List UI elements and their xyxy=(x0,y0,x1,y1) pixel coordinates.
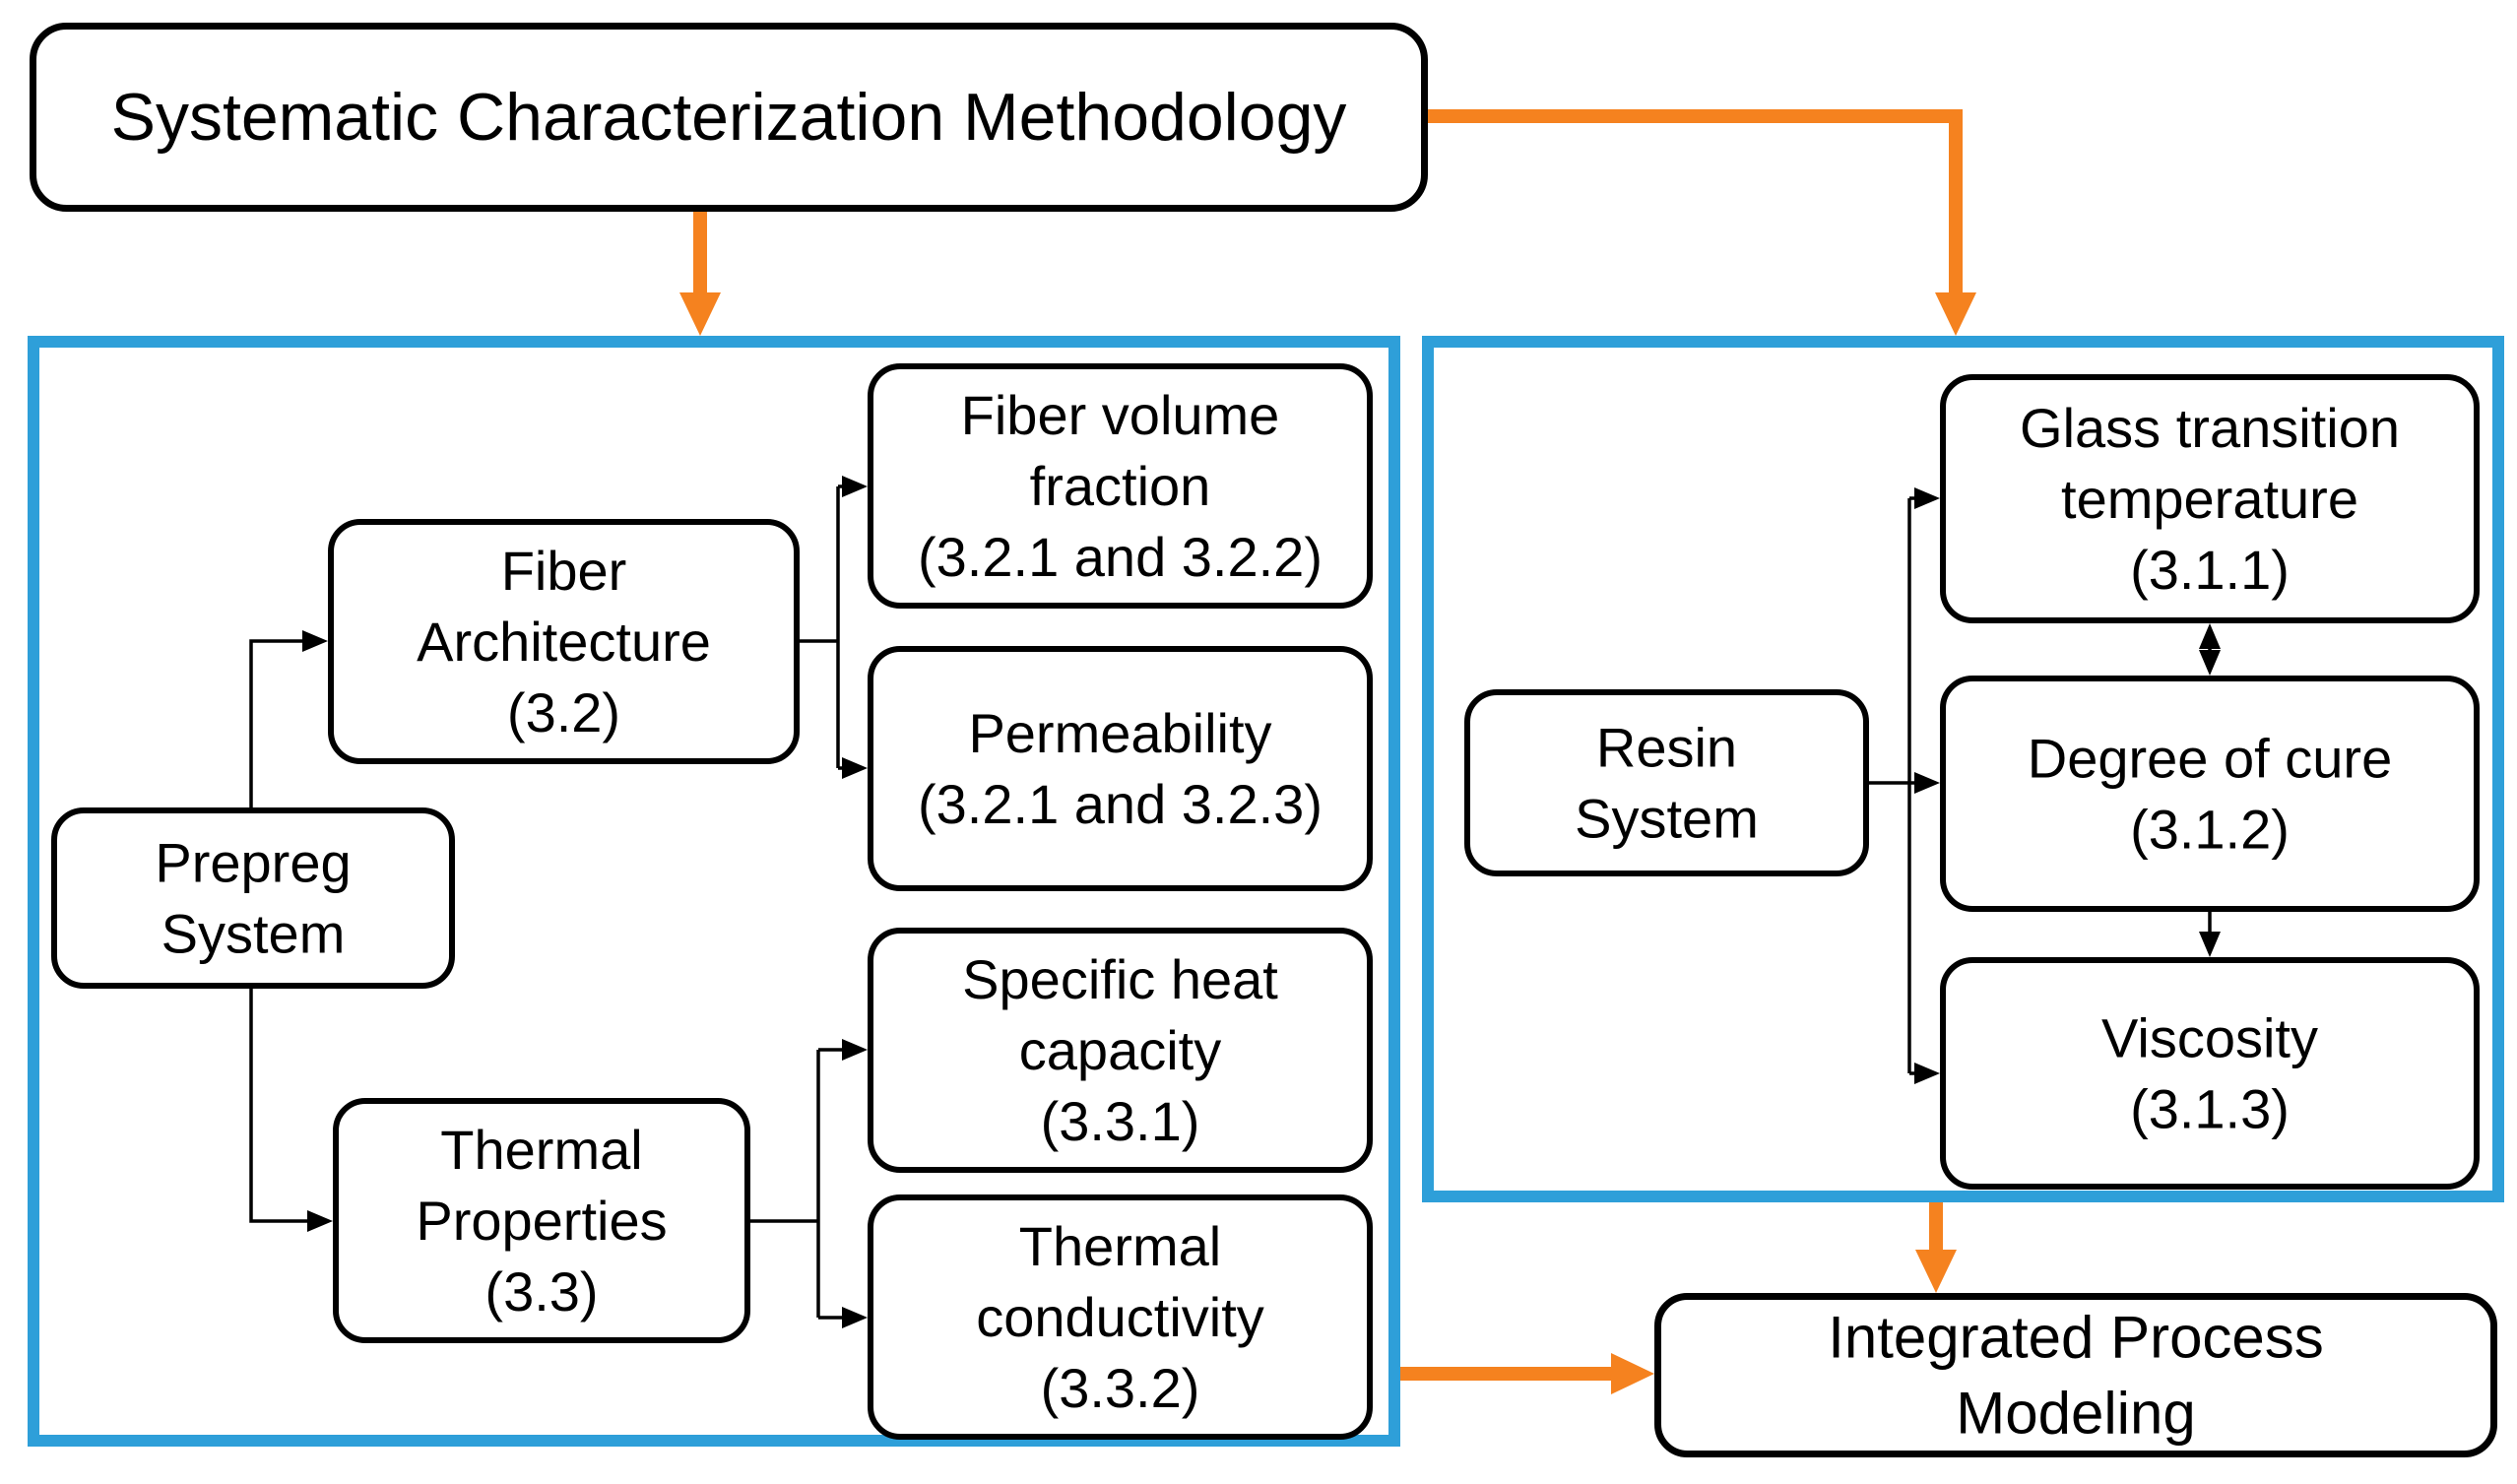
degree-of-cure-to-viscosity-arrow xyxy=(2199,912,2221,957)
resin-system-box-outline xyxy=(1464,689,1869,876)
thermal-properties-box-label-line-0: Thermal xyxy=(440,1119,642,1181)
glass-transition-temperature-box-label-line-1: temperature xyxy=(2061,468,2358,530)
degree-of-cure-box-outline xyxy=(1940,676,2480,912)
branch-to-permeability-connector-arrowhead xyxy=(842,757,868,779)
title-to-resin-panel-arrow xyxy=(1428,109,1976,336)
thermal-conductivity-box: Thermal conductivity (3.3.2) xyxy=(868,1194,1373,1440)
resin-system-box-label-line-1: System xyxy=(1575,788,1759,850)
fiber-volume-fraction-box-label-line-0: Fiber volume xyxy=(961,384,1280,446)
prepreg-to-fiber-architecture-connector-line xyxy=(249,639,302,807)
resin-system-box-label-line-0: Resin xyxy=(1596,717,1737,779)
thermal-properties-box-label-line-1: Properties xyxy=(416,1190,667,1252)
branch-to-thermal-conductivity-connector xyxy=(818,1307,868,1328)
branch-to-glass-transition-connector-arrowhead xyxy=(1914,487,1940,509)
specific-heat-capacity-box-label-line-2: (3.3.1) xyxy=(1041,1090,1200,1152)
specific-heat-capacity-box-label-line-0: Specific heat xyxy=(962,948,1278,1010)
viscosity-box-label-line-1: (3.1.3) xyxy=(2130,1078,2290,1140)
thermal-properties-box-outline xyxy=(333,1098,750,1343)
thermal-conductivity-box-outline xyxy=(868,1194,1373,1440)
title-box: Systematic Characterization Methodology xyxy=(30,23,1428,212)
branch-to-specific-heat-connector-arrowhead xyxy=(842,1039,868,1061)
glass-transition-temperature-box-label-line-0: Glass transition xyxy=(2020,397,2400,459)
glass-transition-temperature-box-label-line-2: (3.1.1) xyxy=(2130,539,2290,601)
degree-of-cure-box: Degree of cure (3.1.2) xyxy=(1940,676,2480,912)
branch-to-degree-of-cure-connector-arrowhead xyxy=(1914,772,1940,794)
viscosity-box-outline xyxy=(1940,957,2480,1190)
permeability-box-label-line-0: Permeability xyxy=(968,702,1271,764)
prepreg-system-panel xyxy=(28,336,1400,1447)
prepreg-to-thermal-properties-connector xyxy=(249,989,333,1232)
permeability-box: Permeability (3.2.1 and 3.2.3) xyxy=(868,646,1373,891)
branch-to-viscosity-connector xyxy=(1909,1063,1940,1084)
degree-of-cure-box-label-line-0: Degree of cure xyxy=(2028,728,2392,790)
prepreg-panel-to-integrated-arrow xyxy=(1400,1353,1654,1394)
permeability-box-outline xyxy=(868,646,1373,891)
glass-transition-temperature-box-outline xyxy=(1940,374,2480,623)
fiber-architecture-box-label-line-0: Fiber xyxy=(501,540,627,602)
prepreg-to-fiber-architecture-connector-arrowhead xyxy=(302,630,328,652)
fiber-volume-fraction-box-label-line-1: fraction xyxy=(1030,455,1211,517)
fiber-volume-fraction-box-outline xyxy=(868,363,1373,609)
glass-transition-degree-of-cure-double-arrow-arrowhead xyxy=(2199,623,2221,649)
prepreg-to-thermal-properties-connector-arrowhead xyxy=(307,1210,333,1232)
branch-to-thermal-conductivity-connector-arrowhead xyxy=(842,1307,868,1328)
thermal-conductivity-box-label-line-1: conductivity xyxy=(976,1286,1264,1348)
specific-heat-capacity-box: Specific heat capacity (3.3.1) xyxy=(868,928,1373,1173)
specific-heat-capacity-box-outline xyxy=(868,928,1373,1173)
branch-to-fiber-volume-fraction-connector-arrowhead xyxy=(842,476,868,497)
specific-heat-capacity-box-label-line-1: capacity xyxy=(1019,1019,1221,1081)
title-to-resin-panel-arrow-arrowhead xyxy=(1935,292,1976,336)
branch-to-degree-of-cure-connector xyxy=(1909,772,1940,794)
title-box-outline xyxy=(30,23,1428,212)
prepreg-system-box-outline xyxy=(51,807,455,989)
prepreg-panel-to-integrated-arrow-arrowhead xyxy=(1611,1353,1654,1394)
thermal-properties-box-label-line-2: (3.3) xyxy=(484,1260,598,1323)
prepreg-to-thermal-properties-connector-line xyxy=(249,989,307,1223)
fiber-architecture-box-outline xyxy=(328,519,800,764)
degree-of-cure-box-label-line-1: (3.1.2) xyxy=(2130,799,2290,861)
thermal-conductivity-box-label-line-0: Thermal xyxy=(1019,1215,1221,1277)
degree-of-cure-to-viscosity-arrow-arrowhead xyxy=(2199,932,2221,957)
branch-to-permeability-connector xyxy=(838,757,868,779)
title-to-prepreg-panel-arrow xyxy=(679,212,721,336)
viscosity-box-label-line-0: Viscosity xyxy=(2101,1007,2318,1069)
prepreg-system-box-label-line-1: System xyxy=(161,903,346,965)
prepreg-to-fiber-architecture-connector xyxy=(249,630,328,807)
fiber-architecture-box-label-line-1: Architecture xyxy=(417,611,711,673)
viscosity-box: Viscosity (3.1.3) xyxy=(1940,957,2480,1190)
branch-to-specific-heat-connector xyxy=(818,1039,868,1061)
branch-to-glass-transition-connector xyxy=(1909,487,1940,509)
resin-panel-to-integrated-arrow-arrowhead xyxy=(1915,1250,1957,1293)
integrated-process-modeling-box-label-line-1: Modeling xyxy=(1956,1381,2196,1447)
prepreg-system-box-label-line-0: Prepreg xyxy=(155,832,351,894)
fiber-volume-fraction-box: Fiber volume fraction (3.2.1 and 3.2.2) xyxy=(868,363,1373,609)
title-to-resin-panel-arrow-line xyxy=(1428,109,1963,292)
glass-transition-temperature-box: Glass transition temperature (3.1.1) xyxy=(1940,374,2480,623)
permeability-box-label-line-1: (3.2.1 and 3.2.3) xyxy=(918,773,1323,835)
title-to-prepreg-panel-arrow-arrowhead xyxy=(679,292,721,336)
thermal-conductivity-box-label-line-2: (3.3.2) xyxy=(1041,1357,1200,1419)
title-box-label-line-0: Systematic Characterization Methodology xyxy=(111,80,1347,155)
fiber-volume-fraction-box-label-line-2: (3.2.1 and 3.2.2) xyxy=(918,526,1323,588)
integrated-process-modeling-box-label-line-0: Integrated Process xyxy=(1828,1305,2324,1371)
branch-to-fiber-volume-fraction-connector xyxy=(838,476,868,497)
fiber-architecture-box-label-line-2: (3.2) xyxy=(507,681,620,743)
glass-transition-degree-of-cure-double-arrow-arrowhead xyxy=(2199,650,2221,676)
resin-panel-to-integrated-arrow xyxy=(1915,1202,1957,1293)
integrated-process-modeling-box-outline xyxy=(1654,1293,2497,1457)
resin-system-panel xyxy=(1422,336,2504,1202)
branch-to-viscosity-connector-arrowhead xyxy=(1914,1063,1940,1084)
glass-transition-degree-of-cure-double-arrow xyxy=(2199,623,2221,676)
